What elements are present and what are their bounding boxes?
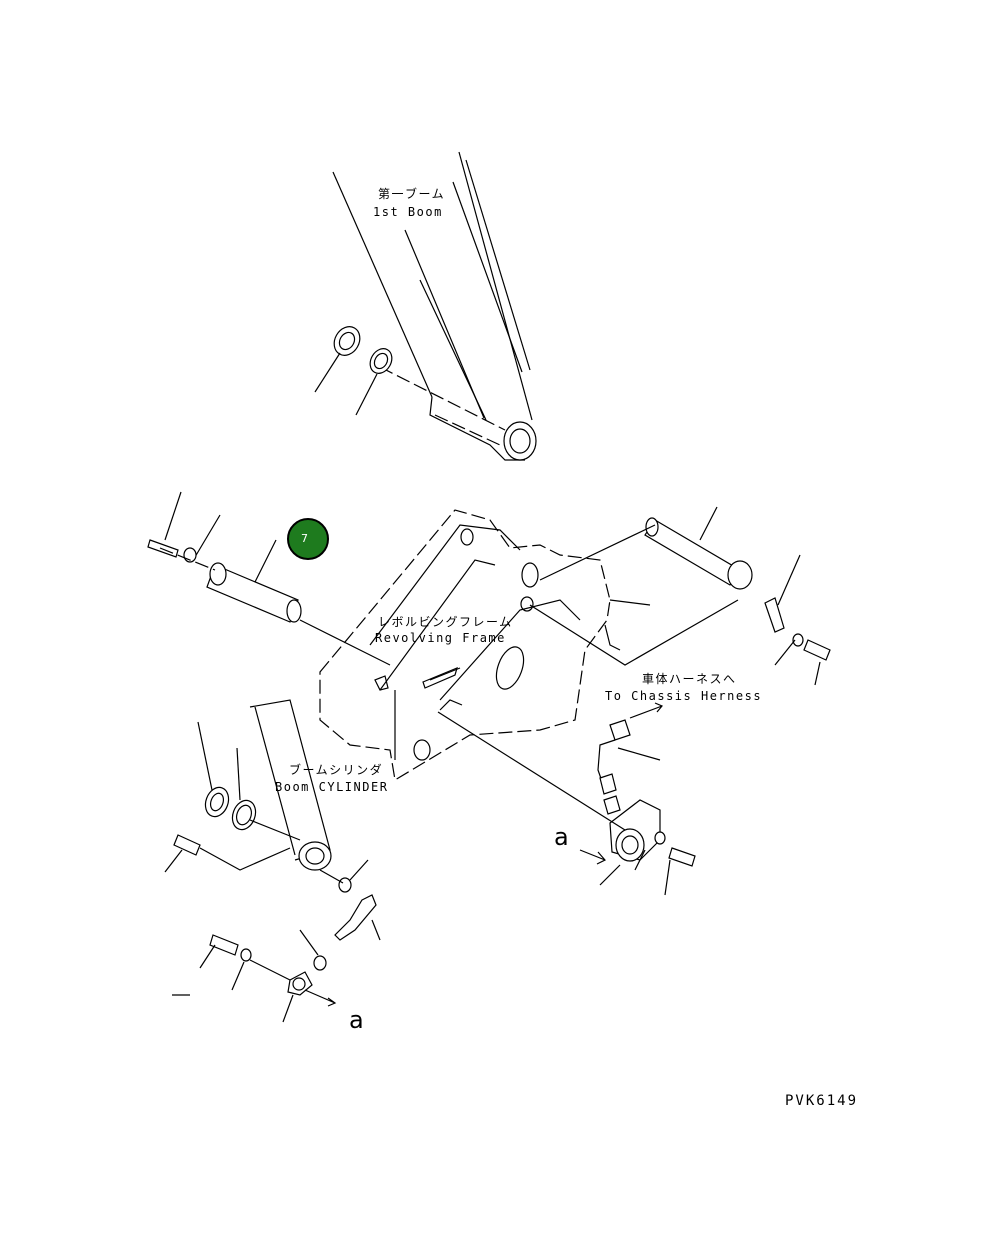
detail-a-marker-bottom: a — [349, 1006, 364, 1034]
first-boom-drawing — [332, 151, 537, 461]
revolving-frame-label-en: Revolving Frame — [375, 631, 506, 645]
boom-cylinder-drawing — [164, 699, 369, 893]
boom-cylinder-label-en: Boom CYLINDER — [275, 780, 389, 794]
sensor-part — [437, 702, 696, 896]
callout-badge-7[interactable]: 7 — [287, 518, 329, 560]
first-boom-label-jp: 第一ブーム — [378, 187, 446, 201]
chassis-label-jp: 車体ハーネスへ — [642, 672, 737, 686]
bottom-bracket-part — [172, 894, 381, 1023]
revolving-frame-drawing — [319, 509, 651, 781]
boom-cylinder-label-jp: ブームシリンダ — [289, 763, 384, 777]
first-boom-label-en: 1st Boom — [373, 205, 443, 219]
callout-number: 7 — [301, 532, 308, 545]
revolving-frame-label-jp: レボルビングフレーム — [378, 615, 513, 629]
chassis-label-en: To Chassis Herness — [605, 689, 763, 703]
upper-pin-part — [520, 506, 831, 686]
boom-pin-part — [147, 491, 391, 666]
detail-a-marker-top: a — [554, 823, 569, 851]
boom-washers — [314, 326, 393, 416]
drawing-code: PVK6149 — [785, 1093, 859, 1109]
